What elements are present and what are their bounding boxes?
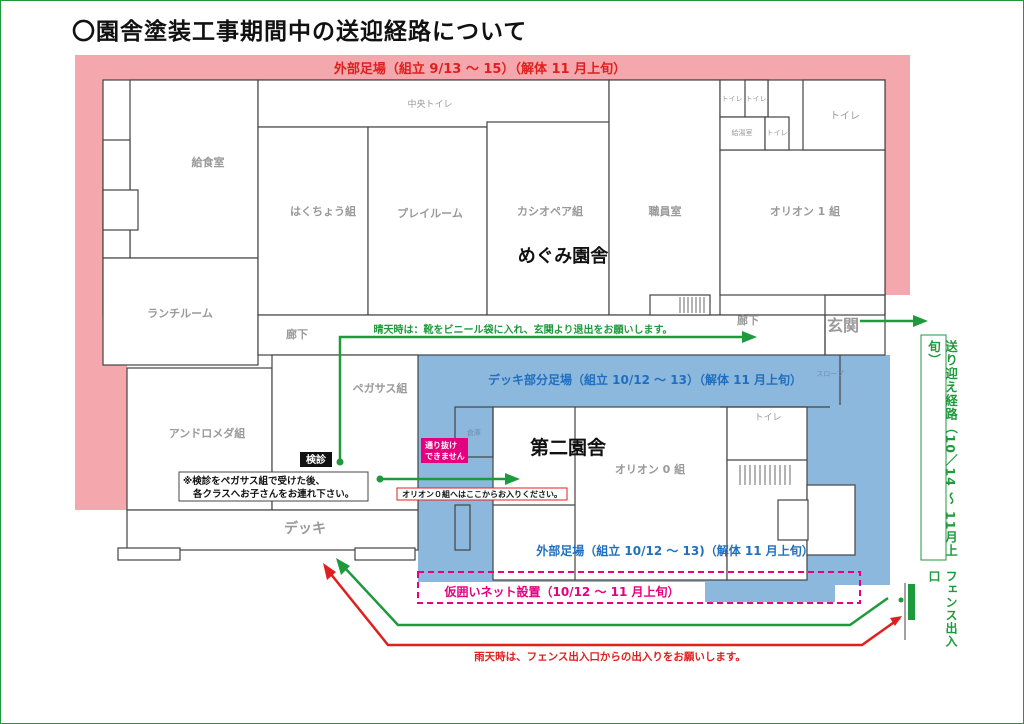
room-deck: デッキ (284, 520, 326, 537)
rainy-route (329, 572, 901, 647)
building-main-label: めぐみ園舎 (518, 245, 610, 267)
stairs (679, 297, 791, 485)
fence-entrance-label: フェンス出入口 (927, 570, 958, 648)
room-andromeda: アンドロメダ組 (169, 426, 246, 440)
room-center-toilet: 中央トイレ (407, 98, 452, 110)
fence-gate (908, 584, 915, 620)
orion0-entry-box (396, 487, 568, 501)
outer-scaffold-label: 外部足場（組立 9/13 ～ 15）（解体 11 月上旬） (333, 61, 626, 77)
deck-scaffold-label: デッキ部分足場（組立 10/12 ～ 13）（解体 11 月上旬） (488, 372, 802, 387)
building-second-label: 第二園舎 (530, 436, 607, 459)
room-play: プレイルーム (397, 206, 463, 220)
room-toilet-second: トイレ (754, 413, 781, 423)
red-arrowhead-start (890, 616, 902, 626)
rainy-note: 雨天時は、フェンス出入口からの出入りをお願いします。 (474, 650, 746, 663)
room-slope: スロープ (816, 370, 844, 378)
room-toilet-b: トイレ (746, 95, 767, 103)
route-label: 送り迎え経路（10／14 ～ 11月上旬） (926, 340, 958, 558)
room-cassiopeia: カシオペア組 (517, 204, 583, 218)
green-arrowheads (336, 315, 928, 575)
checkup-note-line1: ※検診をペガサス組で受けた後、 (183, 475, 325, 487)
room-lunch: ランチルーム (147, 307, 213, 320)
room-kitchen: 給食室 (192, 155, 225, 169)
page-title: 〇園舎塗装工事期間中の送迎経路について (72, 19, 528, 45)
checkup-note-line2: 各クラスへお子さんをお連れ下さい。 (192, 488, 354, 500)
checkup-note-box (178, 471, 369, 502)
room-staff: 職員室 (649, 204, 682, 218)
temp-net-boundary (417, 571, 861, 604)
no-pass-line2: できません (425, 452, 465, 461)
room-toilet-c: トイレ (767, 129, 788, 137)
room-orion1: オリオン 1 組 (770, 204, 840, 218)
room-kettle: 給湯室 (732, 128, 753, 137)
sunny-route (338, 319, 915, 627)
no-pass-badge (421, 438, 468, 463)
orion0-entry-note: オリオン０組へはここからお入りください。 (402, 489, 562, 499)
room-corridor-right: 廊下 (737, 313, 759, 327)
room-toilet-right: トイレ (830, 111, 860, 122)
checkup-badge (300, 452, 332, 467)
checkup-label: 検診 (306, 453, 327, 466)
room-toilet-a: トイレ (722, 95, 743, 103)
sunny-note: 晴天時は：靴をビニール袋に入れ、玄関より退出をお願いします。 (374, 323, 673, 336)
room-corridor-left: 廊下 (286, 327, 308, 341)
room-pegasus: ペガサス組 (353, 381, 408, 395)
room-entrance: 玄関 (827, 316, 859, 335)
fence-gate-dot (898, 597, 904, 603)
no-pass-line1: 通り抜け (425, 440, 457, 450)
room-storage: 倉庫 (467, 428, 481, 437)
room-hakucho: はくちょう組 (290, 204, 356, 218)
route-label-box (920, 334, 947, 561)
outer-scaffold2-label: 外部足場（組立 10/12 ～ 13)（解体 11 月上旬） (536, 543, 814, 558)
red-arrowhead (323, 563, 336, 580)
temp-net-label: 仮囲いネット設置（10/12 ～ 11 月上旬） (443, 584, 679, 599)
walls (102, 79, 886, 581)
room-orion0: オリオン 0 組 (615, 462, 685, 476)
